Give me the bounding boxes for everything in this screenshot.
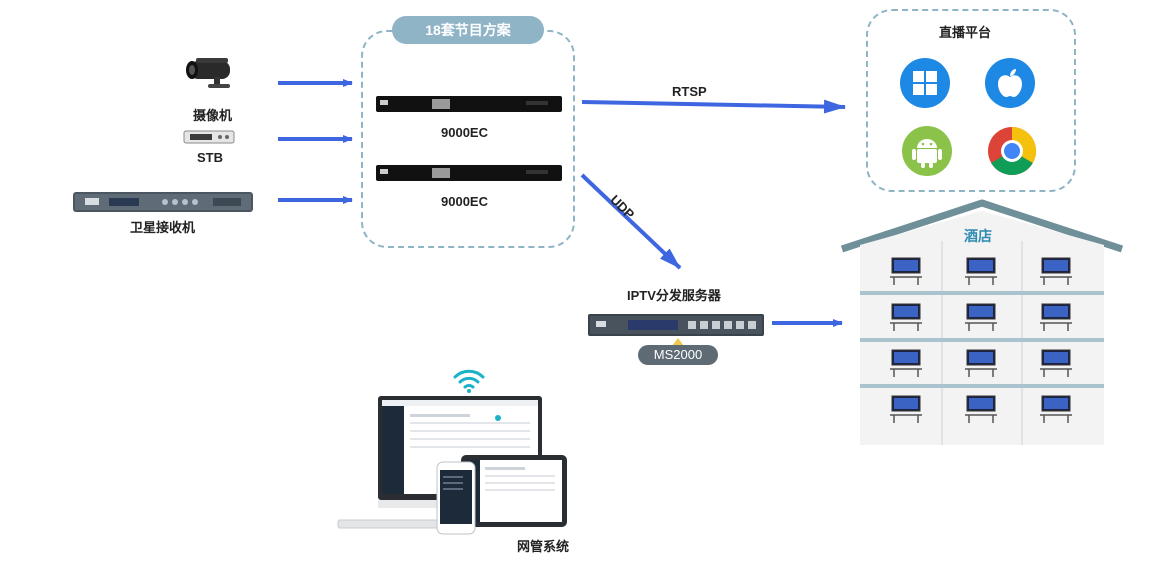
room-tv	[890, 395, 922, 423]
stb-label: STB	[197, 150, 223, 165]
room-tv	[965, 257, 997, 285]
room-tv	[890, 303, 922, 331]
server-title: IPTV分发服务器	[627, 288, 721, 303]
satellite-label: 卫星接收机	[130, 220, 196, 235]
windows-icon	[900, 58, 950, 108]
rtsp-arrow	[581, 99, 846, 114]
iptv-server-device	[588, 314, 764, 336]
chrome-icon	[988, 126, 1037, 176]
udp-arrow	[580, 173, 682, 270]
satellite-receiver-icon	[73, 192, 253, 212]
encoder-2-device	[376, 165, 562, 181]
room-tv	[965, 395, 997, 423]
apple-icon	[985, 58, 1035, 108]
room-tv	[890, 257, 922, 285]
encoder-1-label: 9000EC	[441, 125, 488, 140]
hotel-title: 酒店	[964, 228, 992, 244]
pointer-triangle-icon	[672, 338, 684, 346]
rtsp-label: RTSP	[672, 84, 707, 99]
platform-title: 直播平台	[939, 25, 992, 40]
room-tv	[1040, 395, 1072, 423]
tablet-device	[461, 455, 567, 527]
room-tv	[1040, 303, 1072, 331]
encoder-1-device	[376, 96, 562, 112]
management-label: 网管系统	[517, 539, 570, 554]
camera-label: 摄像机	[193, 108, 233, 123]
room-tv	[1040, 349, 1072, 377]
encoder-2-label: 9000EC	[441, 194, 488, 209]
scheme-title: 18套节目方案	[392, 16, 544, 44]
phone-device	[436, 461, 476, 535]
server-model-badge: MS2000	[638, 345, 718, 365]
android-icon	[902, 126, 952, 176]
platform-container	[866, 9, 1076, 192]
camera-icon	[186, 58, 230, 88]
room-tv	[890, 349, 922, 377]
room-tv	[965, 303, 997, 331]
hotel-building	[840, 199, 1124, 445]
stb-icon	[183, 130, 235, 144]
room-tv	[965, 349, 997, 377]
room-tv	[1040, 257, 1072, 285]
wifi-icon	[453, 369, 485, 393]
